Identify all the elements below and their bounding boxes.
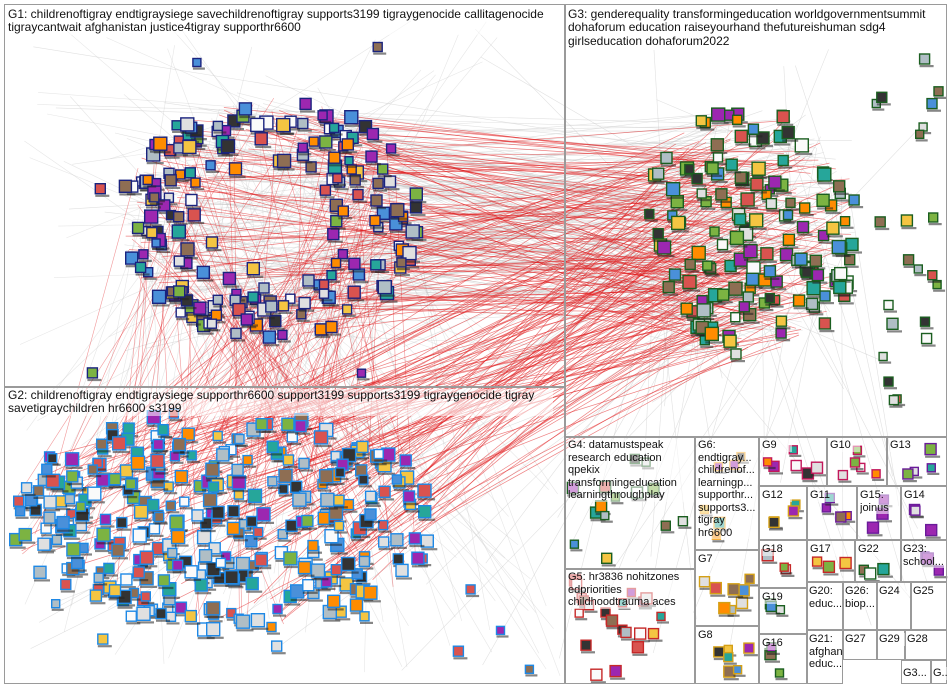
group-label-g28: G28 [907, 633, 937, 646]
group-label-g8: G8 [698, 629, 728, 642]
group-label-g24: G24 [879, 585, 909, 598]
group-label-g14: G14 [904, 489, 934, 502]
panel-g3 [564, 4, 947, 438]
group-label-g18: G18 [762, 543, 792, 556]
group-label-g25: G25 [913, 585, 943, 598]
group-label-g17: G17 [810, 543, 840, 556]
panel-g1 [4, 4, 566, 388]
group-label-g15: G15: joinus [860, 489, 900, 514]
group-label-g27: G27 [845, 633, 875, 646]
group-label-g4: G4: datamustspeak research education qpe… [568, 439, 694, 502]
group-label-g13: G13 [890, 439, 920, 452]
group-label-g10: G10 [830, 439, 860, 452]
group-label-g26: G26: biop... [845, 585, 876, 610]
group-label-g19: G19 [762, 591, 792, 604]
group-label-g6: G6: endtigray... childrenof... learningp… [698, 439, 758, 539]
group-label-g20: G20: educ... [809, 585, 842, 610]
group-label-g11: G11 [810, 489, 840, 502]
group-label-g16: G16 [762, 637, 792, 650]
group-label-g9: G9 [762, 439, 792, 452]
group-label-g7: G7 [698, 553, 728, 566]
panel-g2 [4, 386, 566, 684]
group-label-g12: G12 [762, 489, 792, 502]
group-label-g29: G29 [879, 633, 905, 646]
group-label-g2: G2: childrenoftigray endtigraysiege supp… [8, 389, 553, 416]
group-label-g23: G23: school... [903, 543, 946, 568]
group-label-g3x: G3... [903, 667, 930, 680]
group-label-gx: G... [933, 667, 947, 680]
group-label-g22: G22 [858, 543, 888, 556]
group-label-g21: G21: afghan educ... [809, 633, 842, 671]
group-label-g1: G1: childrenoftigray endtigraysiege save… [8, 8, 564, 35]
group-label-g3: G3: genderequality transformingeducation… [568, 8, 940, 48]
group-label-g5: G5: hr3836 nohitzones edpriorities child… [568, 571, 694, 609]
